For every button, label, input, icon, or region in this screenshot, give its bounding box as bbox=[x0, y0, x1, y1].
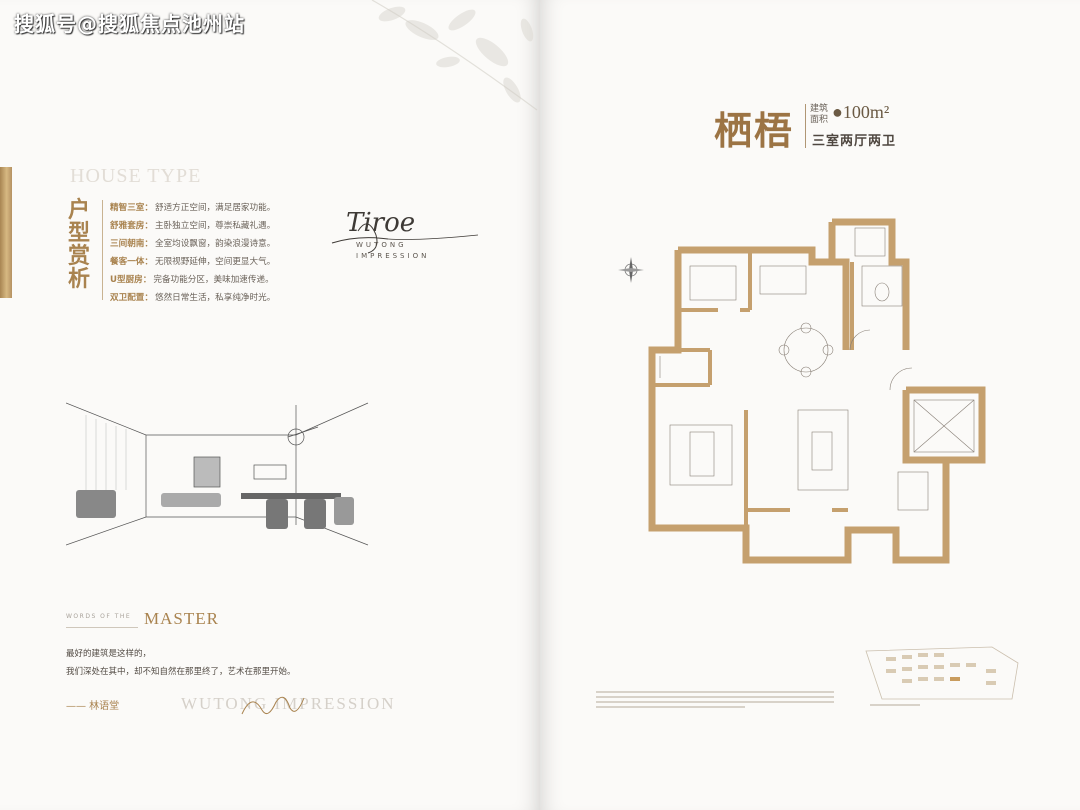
right-page: 栖梧 建筑面积 ●100m² 三室两厅两卫 bbox=[540, 0, 1080, 810]
quote-line: 最好的建筑是这样的， bbox=[66, 649, 152, 659]
house-type-heading-en: HOUSE TYPE bbox=[70, 165, 202, 187]
mini-map-caption bbox=[870, 704, 920, 706]
area-value: ●100m² bbox=[832, 102, 890, 122]
feature-item: U型厨房：完备功能分区，美味加速传递。 bbox=[110, 275, 274, 285]
master-heading: MASTER bbox=[144, 609, 219, 628]
master-quote: 最好的建筑是这样的， 我们深处在其中，却不知自然在那里终了，艺术在那里开始。 bbox=[66, 645, 296, 681]
feature-item: 精智三室：舒适方正空间，满足居家功能。 bbox=[110, 203, 276, 213]
quote-line: 我们深处在其中，却不知自然在那里终了，艺术在那里开始。 bbox=[66, 667, 296, 677]
feature-item: 三间朝南：全室均设飘窗，韵染浪漫诗意。 bbox=[110, 239, 276, 249]
living-room-sketch-image bbox=[66, 402, 369, 546]
left-page: HOUSE TYPE 户型赏析 精智三室：舒适方正空间，满足居家功能。 舒雅套房… bbox=[0, 0, 540, 810]
brand-line-1: WUTONG bbox=[356, 241, 407, 249]
area-label: 建筑面积 bbox=[810, 104, 829, 125]
fine-print-line bbox=[596, 691, 835, 693]
leaf-shadow-decoration bbox=[371, 0, 538, 111]
compass-icon bbox=[618, 257, 644, 283]
words-of-the-label: WORDS OF THE bbox=[66, 613, 132, 620]
heading-divider bbox=[102, 200, 103, 300]
words-underline bbox=[66, 627, 138, 628]
signature-scribble-icon bbox=[241, 696, 305, 715]
fine-print-line bbox=[596, 706, 745, 708]
signature-script: Tiroe bbox=[346, 208, 416, 238]
fine-print-line bbox=[596, 701, 835, 703]
unit-name: 栖梧 bbox=[714, 111, 795, 153]
room-type: 三室两厅两卫 bbox=[812, 134, 897, 149]
plan-description-text bbox=[596, 688, 844, 711]
feature-list: 精智三室：舒适方正空间，满足居家功能。 舒雅套房：主卧独立空间，尊崇私藏礼遇。 … bbox=[110, 199, 275, 307]
wutong-impression-wordmark: WUTONG IMPRESSION bbox=[181, 694, 396, 713]
house-type-heading-cn: 户型赏析 bbox=[67, 197, 90, 291]
signature-flourish-icon bbox=[331, 223, 479, 254]
quote-author: —— 林语堂 bbox=[66, 701, 120, 712]
feature-item: 餐客一体：无限视野延伸，空间更显大气。 bbox=[110, 257, 276, 267]
feature-item: 舒雅套房：主卧独立空间，尊崇私藏礼遇。 bbox=[110, 221, 276, 231]
floor-plan-drawing bbox=[648, 218, 986, 564]
feature-item: 双卫配置：悠然日常生活，私享纯净时光。 bbox=[110, 293, 276, 303]
watermark-text: 搜狐号@搜狐焦点池州站 bbox=[14, 12, 245, 36]
fine-print-line bbox=[596, 696, 835, 698]
gold-accent-strip bbox=[0, 167, 12, 298]
unit-divider bbox=[805, 104, 806, 148]
site-location-mini-map bbox=[865, 646, 1019, 700]
brand-line-2: IMPRESSION bbox=[356, 252, 430, 260]
